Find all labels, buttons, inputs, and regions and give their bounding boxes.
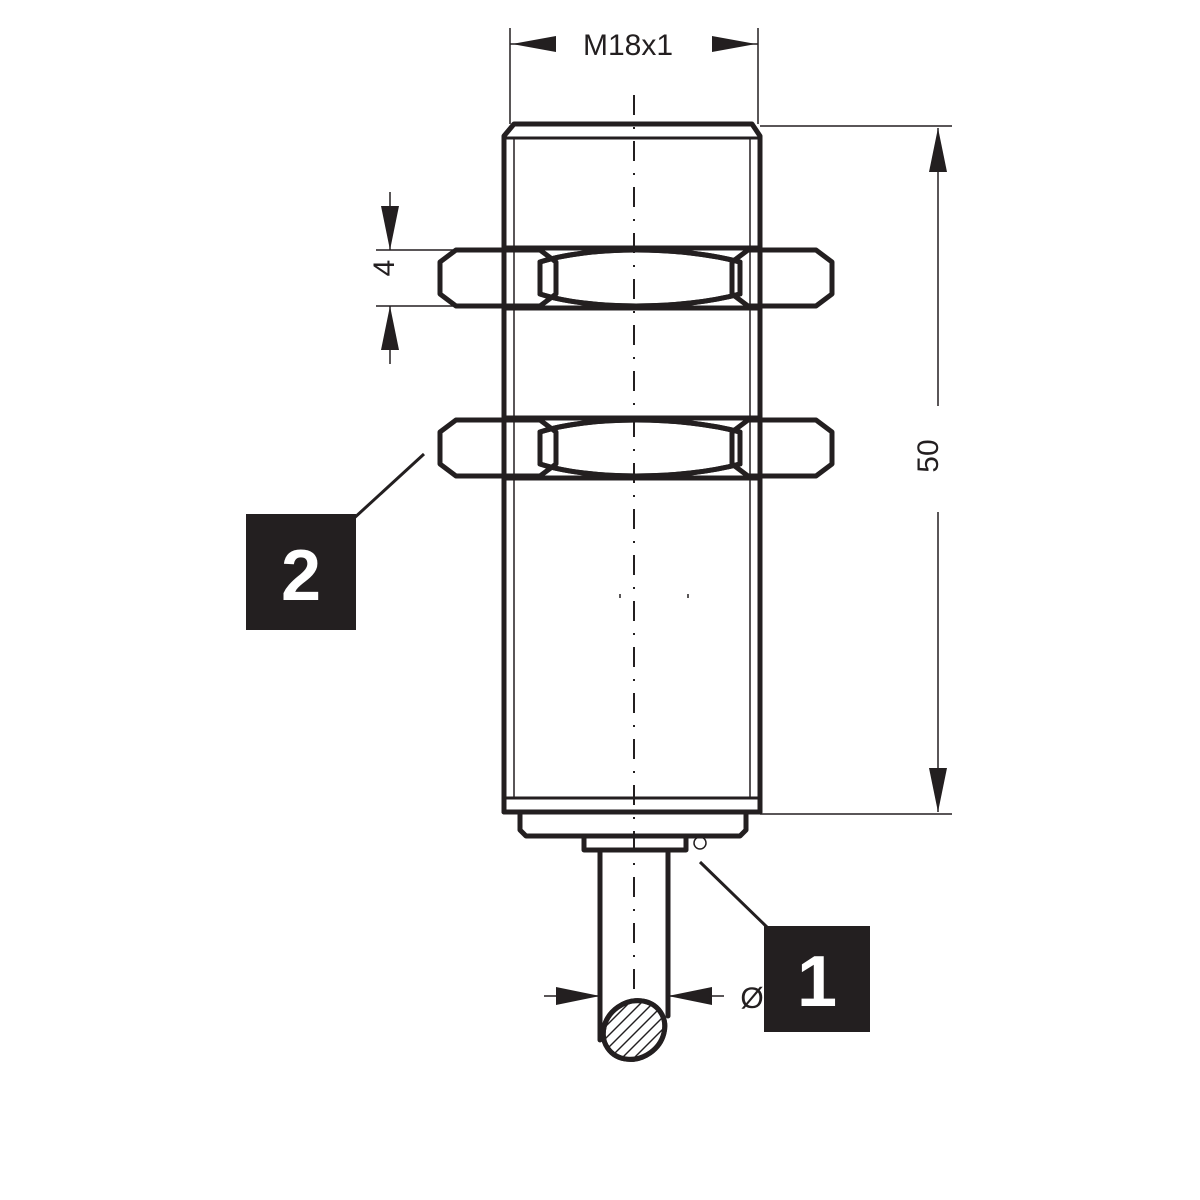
thread-size-label: M18x1: [583, 29, 673, 62]
lock-nut-top: [437, 245, 835, 311]
sensor-body: [501, 121, 763, 853]
callout-2-box: [246, 514, 356, 630]
length-dimension: 50: [760, 125, 952, 815]
callout-1-number: 1: [797, 942, 837, 1022]
lock-nut-bottom: [437, 415, 835, 481]
nut-thickness-label: 4: [368, 260, 401, 277]
callout-2: 2: [246, 452, 426, 630]
diameter-symbol-label: Ø: [740, 982, 763, 1015]
nut-thickness-dimension: 4: [368, 192, 460, 364]
cable: [591, 847, 677, 1072]
length-label: 50: [912, 439, 945, 472]
cable-diameter-dimension: Ø: [544, 982, 764, 1015]
thread-dimension: M18x1: [509, 28, 759, 124]
cable-section-hatch: [591, 988, 677, 1072]
callout-1: 1: [698, 860, 870, 1032]
led-indicator: [693, 836, 707, 850]
callout-1-box: [764, 926, 870, 1032]
callout-2-number: 2: [281, 536, 321, 616]
